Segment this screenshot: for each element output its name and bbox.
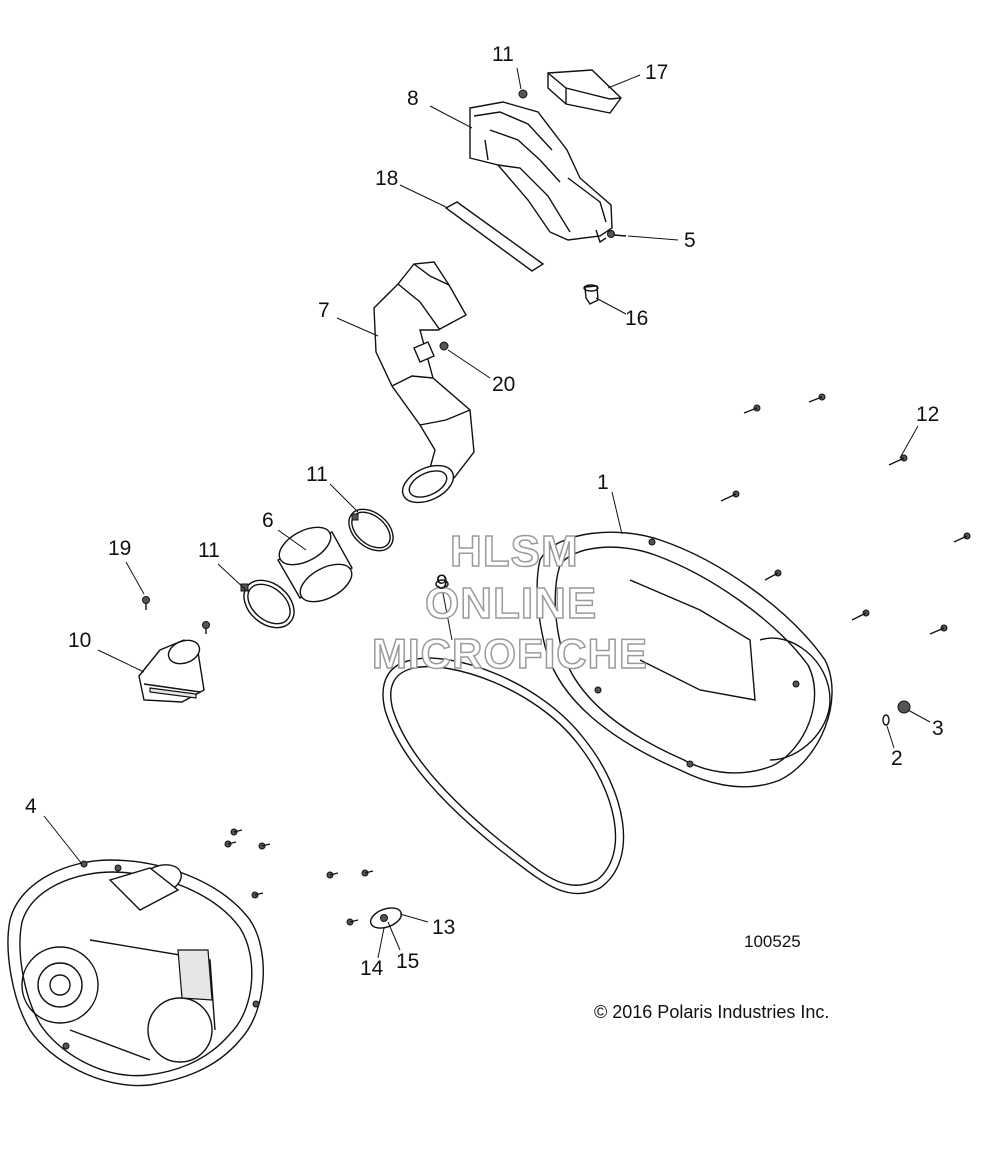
watermark-line-2: ONLINE <box>424 579 598 628</box>
figure-number: 100525 <box>744 932 801 951</box>
callout-15[interactable]: 14 <box>360 957 384 980</box>
callout-16[interactable]: 15 <box>396 950 420 973</box>
callout-5[interactable]: 5 <box>684 229 696 252</box>
callout-20[interactable]: 19 <box>108 537 132 560</box>
part-4-outer-cover[interactable] <box>7 859 264 1087</box>
callout-7[interactable]: 7 <box>318 299 330 322</box>
callout-18[interactable]: 17 <box>645 61 669 84</box>
part-12-screw[interactable] <box>518 89 528 99</box>
part-11-clamp-upper[interactable] <box>341 501 401 559</box>
watermark-line-3: MICROFICHE <box>371 630 648 677</box>
part-10-duct-adapter[interactable] <box>138 636 205 703</box>
part-18-foam-pad[interactable] <box>547 69 622 114</box>
callout-13[interactable]: 12 <box>916 403 940 426</box>
callout-1[interactable]: 1 <box>597 471 609 494</box>
callout-9[interactable]: 9 <box>436 571 448 594</box>
part-4-cover-screws[interactable] <box>224 828 374 926</box>
part-20-screw[interactable] <box>142 596 210 635</box>
leader-lines <box>43 67 931 959</box>
callout-3[interactable]: 3 <box>932 717 944 740</box>
part-3-nut[interactable] <box>897 700 911 714</box>
part-13-bolts[interactable] <box>720 393 971 635</box>
part-7-intake-boot[interactable] <box>373 261 475 510</box>
part-5-screw[interactable] <box>607 230 627 238</box>
part-8-intake-duct[interactable] <box>469 101 613 244</box>
callout-14[interactable]: 13 <box>432 916 456 939</box>
copyright-notice: © 2016 Polaris Industries Inc. <box>594 1002 830 1022</box>
callout-19[interactable]: 18 <box>375 167 399 190</box>
part-9-drive-belt[interactable] <box>382 579 625 895</box>
callout-17[interactable]: 16 <box>625 307 649 330</box>
callout-6[interactable]: 6 <box>262 509 274 532</box>
part-1-inner-cover[interactable] <box>536 531 833 788</box>
callout-10[interactable]: 10 <box>68 629 92 652</box>
callout-4[interactable]: 4 <box>25 795 37 818</box>
watermark-line-1: HLSM <box>449 527 579 576</box>
callout-21[interactable]: 20 <box>492 373 516 396</box>
part-17-plug[interactable] <box>583 284 599 305</box>
part-16-screw[interactable] <box>380 914 388 922</box>
part-19-strip[interactable] <box>444 201 545 272</box>
callout-11-lower[interactable]: 11 <box>198 539 220 562</box>
part-2-washer[interactable] <box>882 714 890 726</box>
callout-2[interactable]: 2 <box>891 747 903 770</box>
callout-12[interactable]: 11 <box>492 43 514 66</box>
part-21-screw[interactable] <box>439 341 449 351</box>
part-6-sleeve[interactable] <box>273 520 358 610</box>
callout-8[interactable]: 8 <box>407 87 419 110</box>
callout-11-upper[interactable]: 11 <box>306 463 328 486</box>
part-11-clamp-lower[interactable] <box>235 571 304 638</box>
